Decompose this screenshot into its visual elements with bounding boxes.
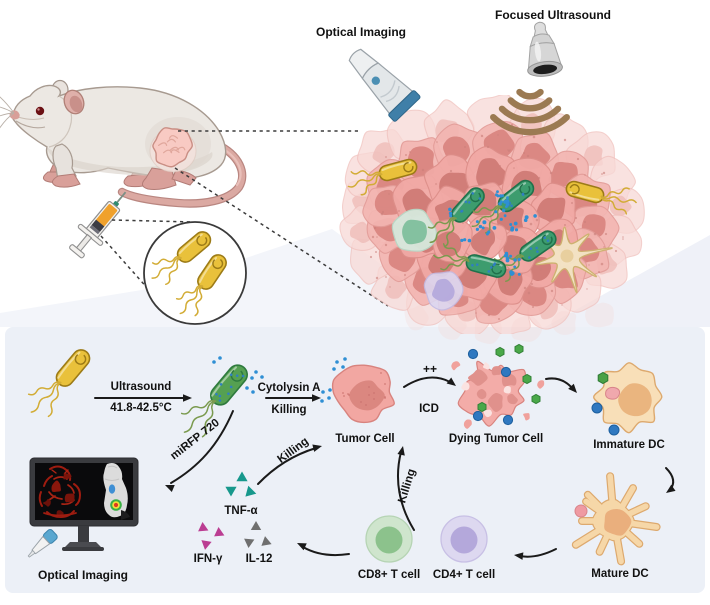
svg-text:CD8+ T cell: CD8+ T cell (358, 569, 420, 581)
svg-text:CD4+ T cell: CD4+ T cell (433, 569, 495, 581)
svg-text:TNF-α: TNF-α (224, 505, 257, 517)
svg-text:Optical Imaging: Optical Imaging (38, 568, 128, 582)
svg-text:IFN-γ: IFN-γ (194, 553, 223, 565)
svg-text:Killing: Killing (271, 404, 306, 416)
svg-text:Focused Ultrasound: Focused Ultrasound (495, 8, 611, 22)
svg-text:Optical Imaging: Optical Imaging (316, 25, 406, 39)
svg-text:IL-12: IL-12 (246, 553, 273, 565)
svg-text:Dying Tumor Cell: Dying Tumor Cell (449, 433, 543, 445)
svg-text:Mature DC: Mature DC (591, 568, 649, 580)
svg-text:++: ++ (423, 362, 437, 376)
svg-text:ICD: ICD (419, 403, 439, 415)
svg-text:Immature DC: Immature DC (593, 439, 665, 451)
svg-text:Ultrasound: Ultrasound (111, 381, 172, 393)
svg-text:41.8-42.5°C: 41.8-42.5°C (110, 402, 172, 414)
svg-text:Tumor Cell: Tumor Cell (335, 433, 394, 445)
svg-text:Cytolysin A: Cytolysin A (258, 382, 321, 394)
